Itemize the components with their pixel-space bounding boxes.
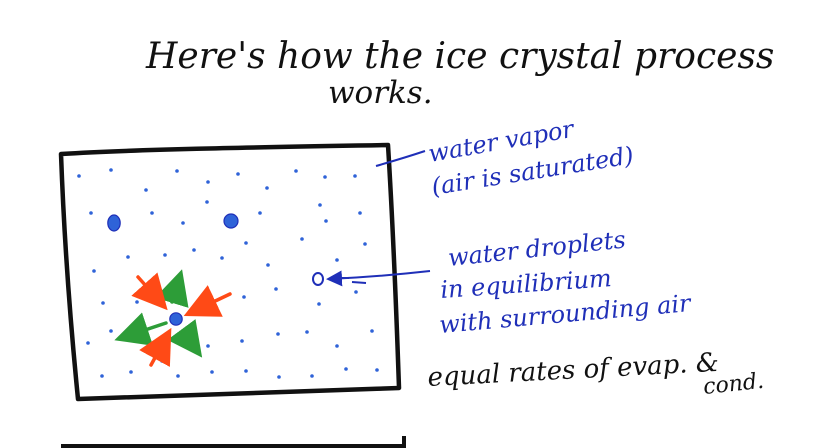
water-droplet [169, 312, 183, 326]
red-arrow-top-left [131, 272, 168, 311]
green-arrow-down [167, 319, 203, 358]
condensation-arrows [131, 272, 232, 367]
diagram-box [58, 142, 402, 402]
droplet-pointer-dash-2 [351, 281, 367, 284]
red-arrow-right [183, 285, 232, 317]
evaporation-arrows [114, 269, 203, 358]
green-arrow-left [114, 312, 168, 346]
green-arrow-up [155, 269, 189, 308]
title-line-2: works. [328, 75, 433, 111]
red-arrow-bottom [139, 327, 172, 367]
vapor-dots [77, 168, 379, 379]
title-line-1: Here's how the ice crystal process [145, 36, 774, 77]
condensation-label: cond. [702, 369, 765, 400]
water-droplets [107, 213, 324, 326]
water-droplet [223, 213, 239, 229]
vapor-pointer-line [375, 150, 426, 167]
equal-rates-label: equal rates of evap. & [427, 348, 720, 393]
highlighted-water-droplet [312, 272, 324, 286]
water-droplet [107, 214, 121, 232]
